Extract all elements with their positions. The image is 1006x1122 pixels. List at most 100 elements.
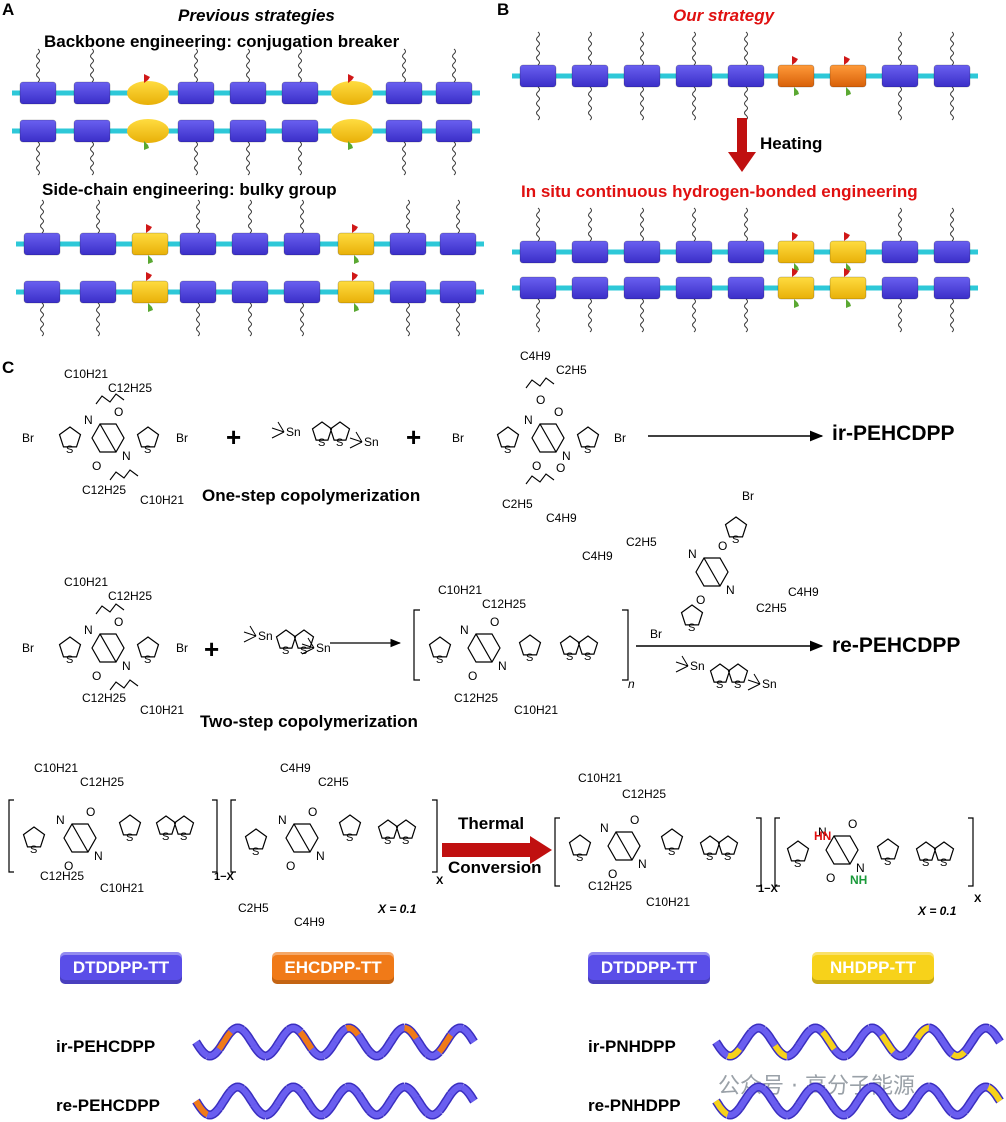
polymer-strand	[512, 207, 978, 272]
dpp-bond	[703, 557, 721, 587]
green-group	[846, 87, 851, 96]
helix-segment	[713, 1099, 730, 1118]
nitrogen-atom: N	[524, 413, 533, 427]
side-chain	[456, 302, 460, 337]
side-chain	[246, 141, 250, 176]
helix-segment	[796, 1086, 813, 1107]
dpp-bond	[833, 835, 851, 865]
alkyl-label: C12H25	[108, 381, 152, 395]
helix-segment	[309, 1106, 325, 1119]
repeat-bracket	[413, 609, 629, 681]
helix-segment	[868, 1083, 885, 1096]
thiophene-ring	[576, 426, 600, 448]
green-group	[354, 303, 359, 312]
helix-ir-pehcdpp	[192, 1023, 478, 1061]
alkyl-label: C10H21	[64, 575, 108, 589]
chain-label-re-pehcdpp: re-PEHCDPP	[56, 1096, 160, 1115]
helix-segment	[737, 1089, 754, 1110]
helix-segment	[332, 1025, 348, 1044]
dtddpp-unit	[881, 240, 919, 264]
dpp-bond	[615, 831, 633, 861]
oxygen-atom: O	[554, 405, 563, 419]
bromine-atom: Br	[742, 489, 754, 503]
alkyl-label: C10H21	[140, 493, 184, 507]
side-chain	[90, 48, 94, 83]
tin-atom: Sn	[258, 629, 273, 643]
alkyl-label: C2H5	[502, 497, 533, 511]
side-chain	[452, 48, 456, 83]
helix-segment	[240, 1027, 257, 1048]
side-chain	[36, 141, 40, 176]
dtddpp-unit	[519, 276, 557, 300]
helix-re-pehcdpp	[192, 1082, 478, 1120]
sulfur-atom: S	[144, 654, 151, 666]
thiophene-ring	[680, 604, 704, 626]
dtddpp-unit	[881, 276, 919, 300]
side-chain	[402, 141, 406, 176]
helix-segment	[309, 1047, 325, 1060]
thiophene-ring	[395, 819, 417, 839]
polymer-strand	[12, 119, 480, 176]
nh-group: NH	[850, 873, 867, 887]
nitrogen-atom: N	[94, 849, 103, 863]
side-chain	[36, 48, 40, 83]
green-group	[348, 141, 353, 150]
oxygen-atom: O	[468, 669, 477, 683]
red-group	[844, 56, 850, 65]
subscript-x: X	[436, 875, 444, 887]
side-chain	[406, 302, 410, 337]
sulfur-atom: S	[668, 846, 675, 858]
conjugation-breaker	[331, 81, 373, 105]
alkyl-label: C12H25	[40, 869, 84, 883]
sulfur-atom: S	[180, 831, 187, 843]
thiophene-ring	[518, 634, 542, 656]
thiophene-ring	[155, 815, 177, 835]
dtddpp-unit	[177, 119, 215, 143]
dtddpp-unit	[933, 64, 971, 88]
alkyl-label: C4H9	[582, 549, 613, 563]
nitrogen-atom: N	[56, 813, 65, 827]
side-chain	[692, 298, 696, 333]
red-group	[144, 74, 150, 83]
panel-b-heating-label: Heating	[760, 134, 823, 153]
side-chain	[744, 86, 748, 121]
methyl-groups	[243, 625, 257, 643]
oxygen-atom: O	[556, 461, 565, 475]
dpp-bond	[293, 823, 311, 853]
dtddpp-unit	[229, 119, 267, 143]
dtddpp-unit	[23, 280, 61, 304]
alkyl-label: C10H21	[514, 703, 558, 717]
red-group	[146, 224, 152, 233]
nitrogen-atom: N	[84, 623, 93, 637]
tin-atom: Sn	[286, 425, 301, 439]
alkyl-label: C2H5	[238, 901, 269, 915]
dtddpp-unit	[675, 64, 713, 88]
dtddpp-unit	[19, 119, 57, 143]
helix-segment	[286, 1083, 303, 1094]
dtddpp-unit	[727, 240, 765, 264]
subscript-1-x: 1−X	[758, 883, 779, 895]
thiophene-ring	[727, 663, 749, 683]
side-chain	[692, 31, 696, 66]
helix-segment	[265, 1102, 280, 1118]
nhdpp-unit	[777, 240, 815, 264]
red-group	[792, 268, 798, 277]
helix-segment	[879, 1033, 896, 1054]
sulfur-atom: S	[716, 679, 723, 691]
methyl-groups	[349, 431, 363, 449]
helix-segment	[390, 1025, 405, 1041]
sulfur-atom: S	[566, 651, 573, 663]
helix-segment	[322, 1040, 338, 1059]
helix-segment	[772, 1043, 788, 1059]
dtddpp-unit	[389, 232, 427, 256]
nitrogen-atom: N	[122, 659, 131, 673]
side-chain	[588, 31, 592, 66]
dpp-bond	[99, 633, 117, 663]
sulfur-atom: S	[922, 857, 929, 869]
side-chain	[452, 141, 456, 176]
thiophene-ring	[58, 426, 82, 448]
helix-segment	[240, 1086, 257, 1107]
nitrogen-atom: N	[638, 857, 647, 871]
